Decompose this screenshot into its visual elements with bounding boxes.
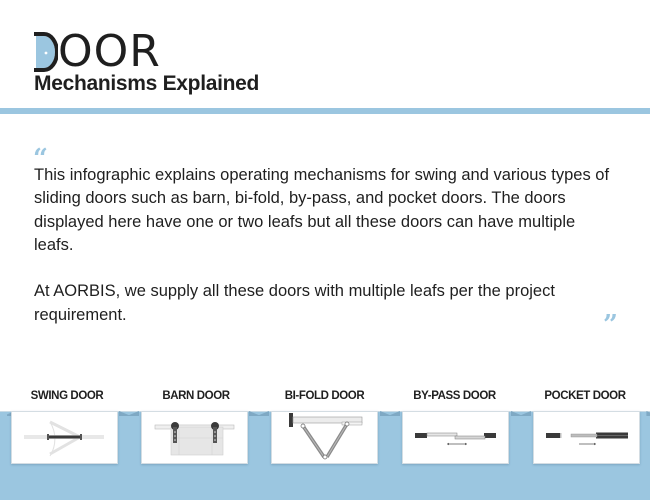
door-d-icon [34,32,58,72]
logo-text: OOR [58,26,161,77]
pocket-door-icon [546,432,628,446]
open-quote-icon: “ [33,144,48,174]
bifold-door-icon [289,413,363,460]
door-card-bifold [271,411,378,464]
door-label-pocket: POCKET DOOR [544,390,626,402]
logo: OOR [34,26,161,77]
notch-shape [646,411,650,416]
door-card-pocket [533,411,640,464]
header: OOR Mechanisms Explained [0,0,650,108]
page-subtitle: Mechanisms Explained [34,72,260,95]
barn-door-icon [154,422,235,456]
intro-text: This infographic explains operating mech… [34,164,614,350]
door-label-bifold: BI-FOLD DOOR [284,390,365,402]
notch-shape [249,411,269,416]
door-card-bypass [402,411,509,464]
door-label-swing: SWING DOOR [30,390,104,402]
door-card-swing [11,411,118,464]
bypass-door-icon [415,432,496,446]
notch-shape [511,411,531,416]
door-label-barn: BARN DOOR [162,390,230,402]
accent-divider [0,108,650,114]
door-card-barn [141,411,248,464]
notch-shape [119,411,139,416]
intro-paragraph: At AORBIS, we supply all these doors wit… [34,282,555,324]
swing-door-icon [24,420,104,457]
door-label-bypass: BY-PASS DOOR [413,390,496,402]
intro-paragraph: This infographic explains operating mech… [34,166,610,254]
notch-shape [380,411,400,416]
close-quote-icon: ” [603,310,618,340]
